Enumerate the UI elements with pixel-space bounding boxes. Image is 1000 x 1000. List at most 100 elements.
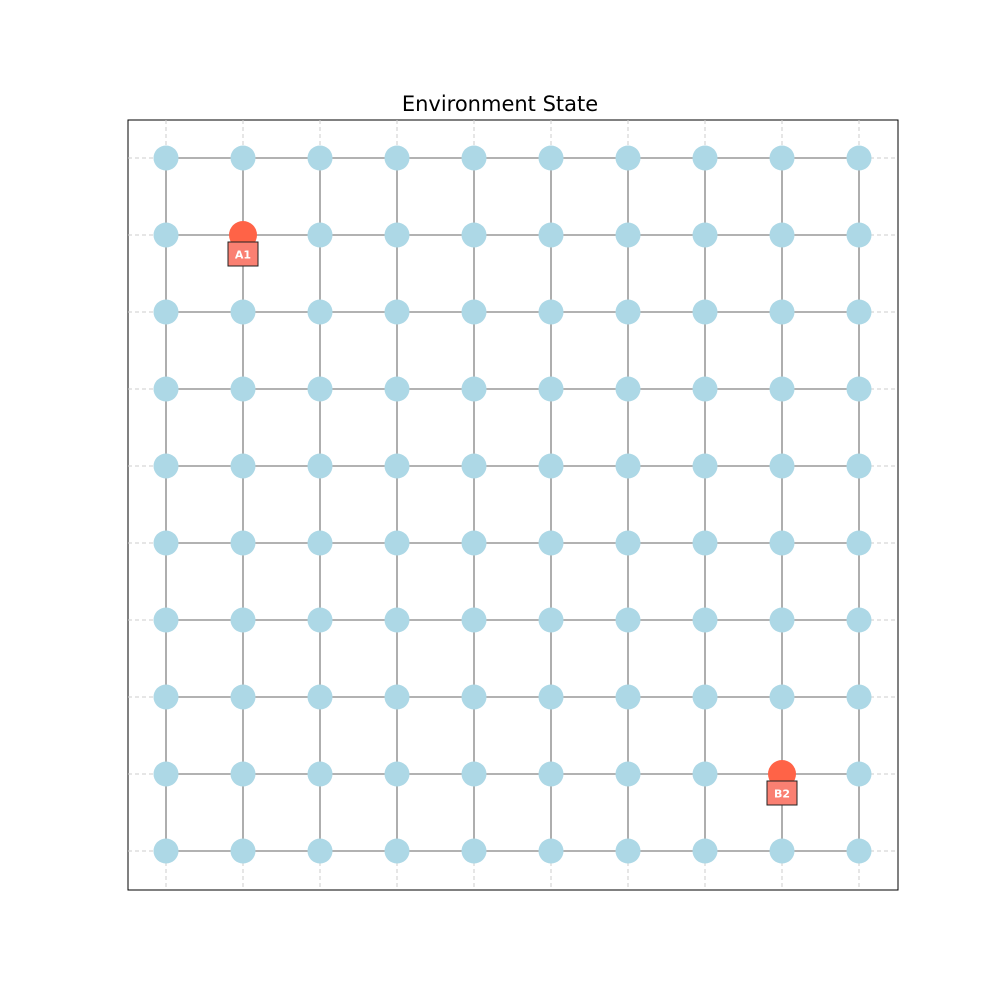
grid-node: [692, 376, 718, 402]
grid-node: [615, 222, 641, 248]
grid-node: [615, 145, 641, 171]
grid-node: [769, 607, 795, 633]
grid-node: [538, 530, 564, 556]
grid-node: [230, 145, 256, 171]
grid-node: [461, 684, 487, 710]
grid-node: [538, 299, 564, 325]
grid-node: [846, 222, 872, 248]
agent-label: B2: [774, 788, 790, 801]
grid-node: [384, 607, 410, 633]
grid-node: [538, 607, 564, 633]
grid-node: [461, 299, 487, 325]
grid-node: [692, 453, 718, 479]
grid-node: [615, 376, 641, 402]
grid-node: [769, 376, 795, 402]
grid-node: [461, 145, 487, 171]
grid-node: [153, 145, 179, 171]
grid-node: [692, 838, 718, 864]
grid-node: [615, 838, 641, 864]
grid-node: [230, 530, 256, 556]
grid-node: [769, 453, 795, 479]
grid-node: [153, 607, 179, 633]
grid-node: [846, 530, 872, 556]
grid-node: [769, 684, 795, 710]
grid-node: [153, 684, 179, 710]
grid-node: [384, 838, 410, 864]
grid-node: [615, 299, 641, 325]
grid-node: [230, 838, 256, 864]
grid-node: [461, 607, 487, 633]
grid-node: [307, 607, 333, 633]
grid-node: [153, 530, 179, 556]
grid-node: [538, 838, 564, 864]
grid-node: [769, 222, 795, 248]
grid-node: [692, 761, 718, 787]
grid-node: [846, 299, 872, 325]
grid-node: [153, 222, 179, 248]
grid-node: [384, 299, 410, 325]
grid-node: [615, 607, 641, 633]
grid-node: [307, 145, 333, 171]
grid-node: [307, 376, 333, 402]
agent-label-box: [227, 241, 259, 267]
grid-node: [538, 222, 564, 248]
grid-node: [384, 145, 410, 171]
grid-node: [692, 145, 718, 171]
grid-node: [153, 376, 179, 402]
grid-node: [538, 761, 564, 787]
grid-node: [230, 761, 256, 787]
grid-node: [846, 607, 872, 633]
grid-node: [615, 530, 641, 556]
grid-node: [461, 453, 487, 479]
grid-node: [769, 299, 795, 325]
grid-node: [538, 376, 564, 402]
grid-node: [230, 453, 256, 479]
grid-node: [230, 299, 256, 325]
grid-node: [307, 838, 333, 864]
grid-node: [692, 299, 718, 325]
grid-node: [153, 838, 179, 864]
grid-node: [692, 530, 718, 556]
agent-label: A1: [235, 249, 251, 262]
grid-node: [846, 376, 872, 402]
grid-node: [384, 684, 410, 710]
grid-node: [615, 684, 641, 710]
grid-node: [384, 222, 410, 248]
grid-node: [692, 222, 718, 248]
grid-node: [384, 376, 410, 402]
grid-node: [846, 838, 872, 864]
grid-node: [692, 607, 718, 633]
grid-node: [307, 453, 333, 479]
grid-node: [846, 453, 872, 479]
grid-node: [307, 222, 333, 248]
grid-node: [230, 607, 256, 633]
chart-title: Environment State: [401, 92, 599, 116]
grid-node: [769, 530, 795, 556]
grid-node: [769, 838, 795, 864]
grid-node: [846, 145, 872, 171]
grid-node: [461, 222, 487, 248]
grid-node: [307, 761, 333, 787]
grid-node: [230, 684, 256, 710]
grid-node: [384, 761, 410, 787]
grid-node: [307, 530, 333, 556]
grid-node: [461, 838, 487, 864]
grid-node: [153, 761, 179, 787]
grid-node: [538, 684, 564, 710]
grid-node: [461, 761, 487, 787]
grid-node: [846, 761, 872, 787]
grid-node: [692, 684, 718, 710]
grid-node: [538, 453, 564, 479]
grid-node: [153, 299, 179, 325]
grid-node: [461, 376, 487, 402]
grid-node: [307, 299, 333, 325]
grid-node: [461, 530, 487, 556]
grid-node: [615, 453, 641, 479]
grid-node: [307, 684, 333, 710]
grid-node: [384, 453, 410, 479]
grid-node: [384, 530, 410, 556]
grid-node: [615, 761, 641, 787]
agent-label-box: [766, 780, 798, 806]
grid-node: [846, 684, 872, 710]
